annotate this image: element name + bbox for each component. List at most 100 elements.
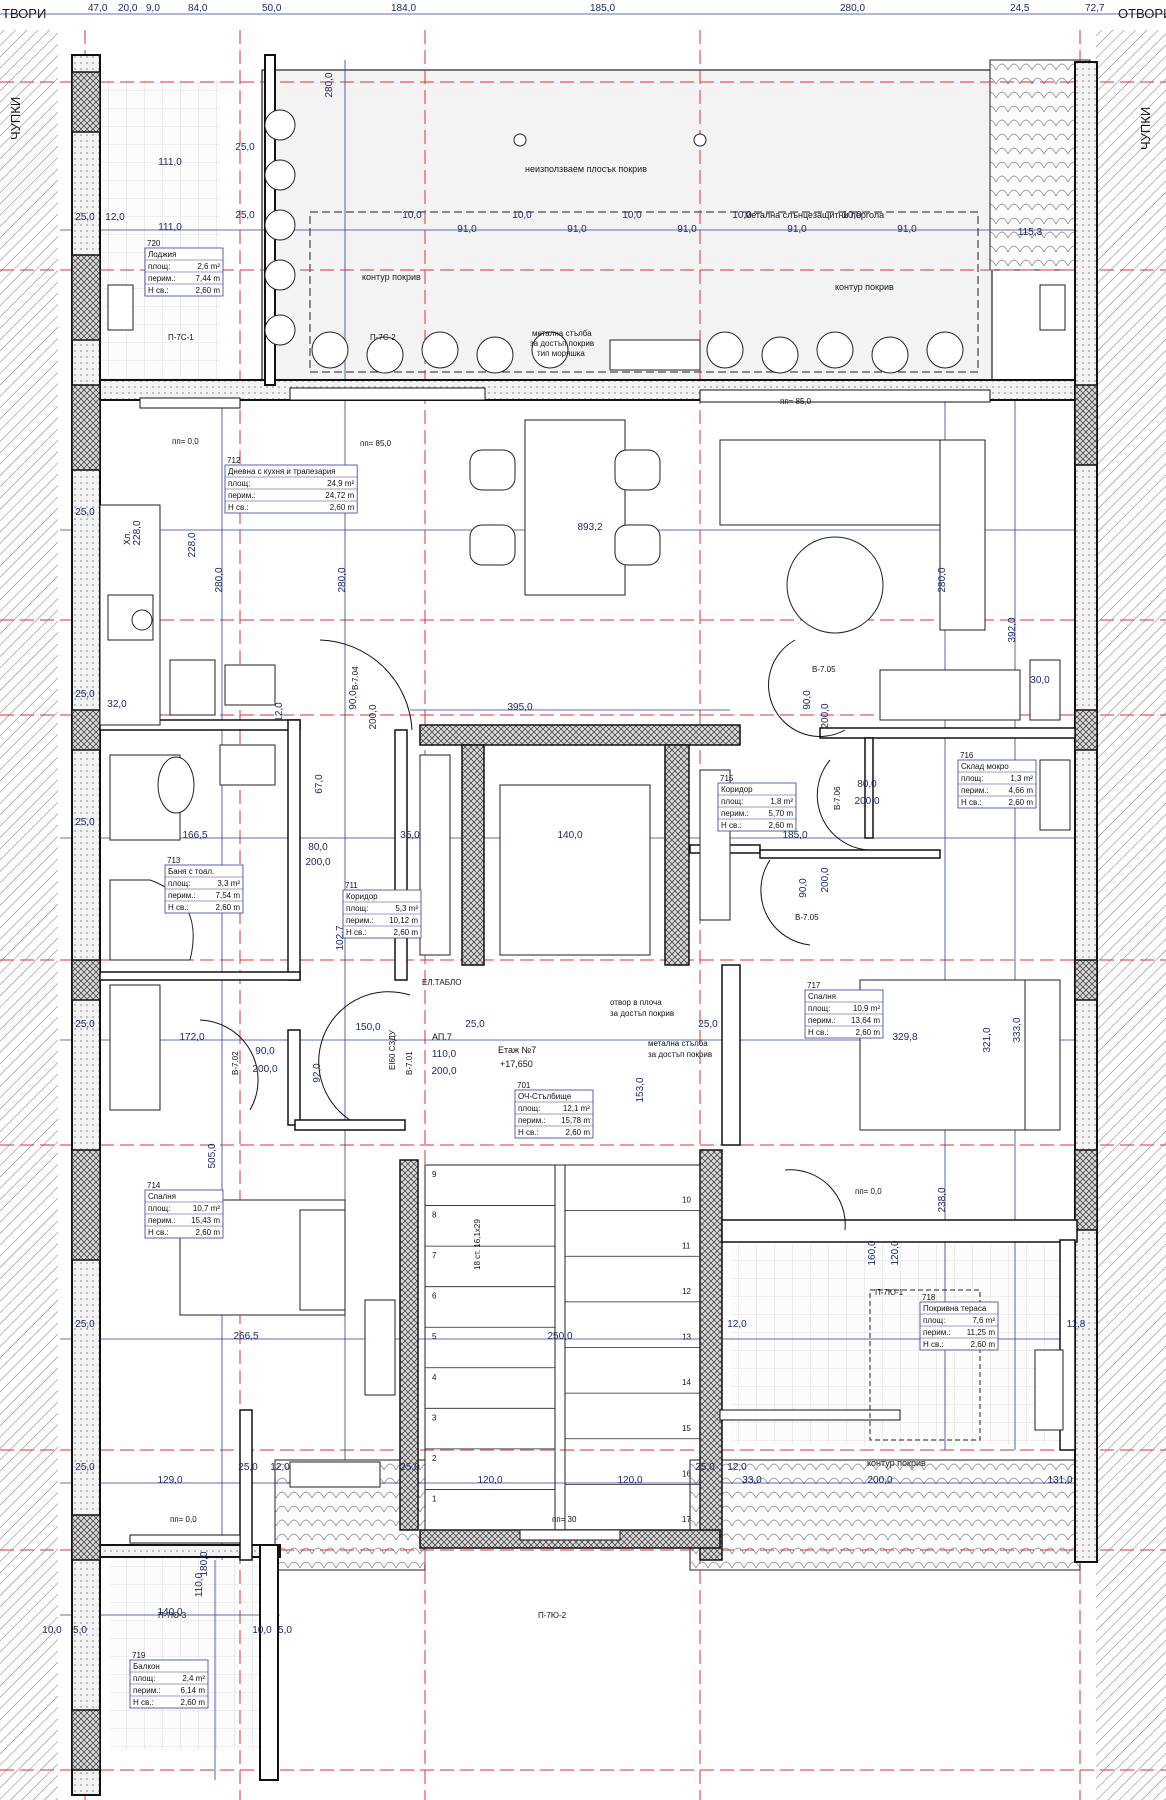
room-number: 715 bbox=[720, 774, 734, 783]
loggia-floor bbox=[100, 80, 220, 385]
stair-step-number: 6 bbox=[432, 1292, 437, 1301]
stair-step-number: 14 bbox=[682, 1378, 691, 1387]
room-field-value: 7,44 m bbox=[196, 274, 221, 283]
room-field-label: перим.: bbox=[168, 891, 196, 900]
header-dim: 84,0 bbox=[188, 3, 208, 14]
room-field-value: 2,60 m bbox=[856, 1028, 881, 1037]
room-number: 716 bbox=[960, 751, 974, 760]
dimension-text: 395,0 bbox=[507, 702, 532, 713]
header-dim: 50,0 bbox=[262, 3, 282, 14]
dimension-text: 10,0 bbox=[732, 210, 752, 221]
room-field-value: 5,3 m² bbox=[395, 904, 418, 913]
room-field-value: 2,60 m bbox=[566, 1128, 591, 1137]
vertical-dimension-text: 200,0 bbox=[820, 703, 831, 728]
dimension-text: 10,0 bbox=[622, 210, 642, 221]
room-name: Балкон bbox=[133, 1662, 160, 1671]
dimension-text: 200,0 bbox=[252, 1064, 277, 1075]
door-label-5: В-7.02 bbox=[231, 1051, 240, 1075]
header-dim: 185,0 bbox=[590, 3, 615, 14]
note-pillar2-1: отвор в плоча bbox=[610, 998, 662, 1007]
stair-step-number: 12 bbox=[682, 1287, 691, 1296]
dimension-text: 140,0 bbox=[157, 1607, 182, 1618]
dimension-text: 25,0 bbox=[238, 1462, 258, 1473]
dimension-text: 5,0 bbox=[73, 1625, 87, 1636]
room-name: Лоджия bbox=[148, 250, 176, 259]
stair-step-number: 10 bbox=[682, 1196, 691, 1205]
room-field-label: Н св.: bbox=[148, 286, 169, 295]
dimension-text: 32,0 bbox=[107, 699, 127, 710]
partitions bbox=[99, 719, 1078, 1561]
room-field-value: 2,60 m bbox=[394, 928, 419, 937]
electrical-panel-label: ЕЛ.ТАБЛО bbox=[422, 978, 462, 987]
door-label-1: В-7.04 bbox=[351, 666, 360, 690]
vertical-dimension-text: 90,0 bbox=[348, 690, 359, 710]
note-roof: неизползваем плосък покрив bbox=[525, 164, 647, 174]
header-left: ТВОРИ bbox=[2, 6, 46, 21]
room-number: 701 bbox=[517, 1081, 531, 1090]
dimension-text: 25,0 bbox=[75, 507, 95, 518]
vertical-dimension-text: 200,0 bbox=[820, 867, 831, 892]
vertical-dimension-text: 333,0 bbox=[1012, 1017, 1023, 1042]
door-label-3: В-7.06 bbox=[833, 786, 842, 810]
stair-step-number: 4 bbox=[432, 1373, 437, 1382]
dimension-text: 10,0 bbox=[512, 210, 532, 221]
dimension-text: 91,0 bbox=[567, 224, 587, 235]
room-field-value: 7,54 m bbox=[216, 891, 241, 900]
stair-step-number: 15 bbox=[682, 1424, 691, 1433]
room-number: 714 bbox=[147, 1181, 161, 1190]
dimension-text: 25,0 bbox=[400, 1462, 420, 1473]
dimension-text: 25,0 bbox=[75, 212, 95, 223]
stair-step-number: 3 bbox=[432, 1413, 437, 1422]
room-field-value: 2,4 m² bbox=[182, 1674, 205, 1683]
door-swings bbox=[199, 639, 869, 1231]
floor-level: +17,650 bbox=[500, 1059, 533, 1069]
dimension-text: 5,0 bbox=[278, 1625, 292, 1636]
room-field-value: 2,60 m bbox=[181, 1698, 206, 1707]
room-field-label: площ: bbox=[228, 479, 250, 488]
room-field-label: площ: bbox=[346, 904, 368, 913]
room-field-label: перим.: bbox=[228, 491, 256, 500]
stair-step-number: 9 bbox=[432, 1170, 437, 1179]
stair-step-number: 17 bbox=[682, 1515, 691, 1524]
dimension-text: 91,0 bbox=[897, 224, 917, 235]
level-3: пп= 85,0 bbox=[780, 397, 812, 406]
dimension-text: 10,0 bbox=[42, 1625, 62, 1636]
dimension-text: 25,0 bbox=[75, 1319, 95, 1330]
stair-step-number: 5 bbox=[432, 1332, 437, 1341]
room-field-label: площ: bbox=[808, 1004, 830, 1013]
room-field-value: 10,7 m² bbox=[193, 1204, 220, 1213]
dimension-text: 91,0 bbox=[457, 224, 477, 235]
dimension-text: 91,0 bbox=[677, 224, 697, 235]
dimension-text: 185,0 bbox=[782, 830, 807, 841]
room-field-label: перим.: bbox=[148, 1216, 176, 1225]
note-contour-right: контур покрив bbox=[835, 282, 894, 292]
room-field-value: 24,9 m² bbox=[327, 479, 354, 488]
dimension-text: 893,2 bbox=[577, 522, 602, 533]
dimension-text: 115,3 bbox=[1018, 227, 1043, 238]
dimension-text: 120,0 bbox=[617, 1475, 642, 1486]
vertical-dimension-text: 90,0 bbox=[798, 878, 809, 898]
stair-step-number: 8 bbox=[432, 1211, 437, 1220]
room-number: 718 bbox=[922, 1293, 936, 1302]
vertical-dimension-text: 160,0 bbox=[867, 1240, 878, 1265]
dimension-text: 266,5 bbox=[233, 1331, 258, 1342]
dimension-text: 25,0 bbox=[695, 1462, 715, 1473]
dimension-text: 25,0 bbox=[465, 1019, 485, 1030]
dimension-text: 33,0 bbox=[742, 1475, 762, 1486]
room-field-label: Н св.: bbox=[168, 903, 189, 912]
door-label-4: В-7.05 bbox=[795, 913, 819, 922]
header-dim: 72,7 bbox=[1085, 3, 1105, 14]
room-field-value: 2,60 m bbox=[769, 821, 794, 830]
planters bbox=[264, 109, 964, 374]
vertical-dimension-text: 392,0 bbox=[1007, 617, 1018, 642]
room-field-label: Н св.: bbox=[961, 798, 982, 807]
